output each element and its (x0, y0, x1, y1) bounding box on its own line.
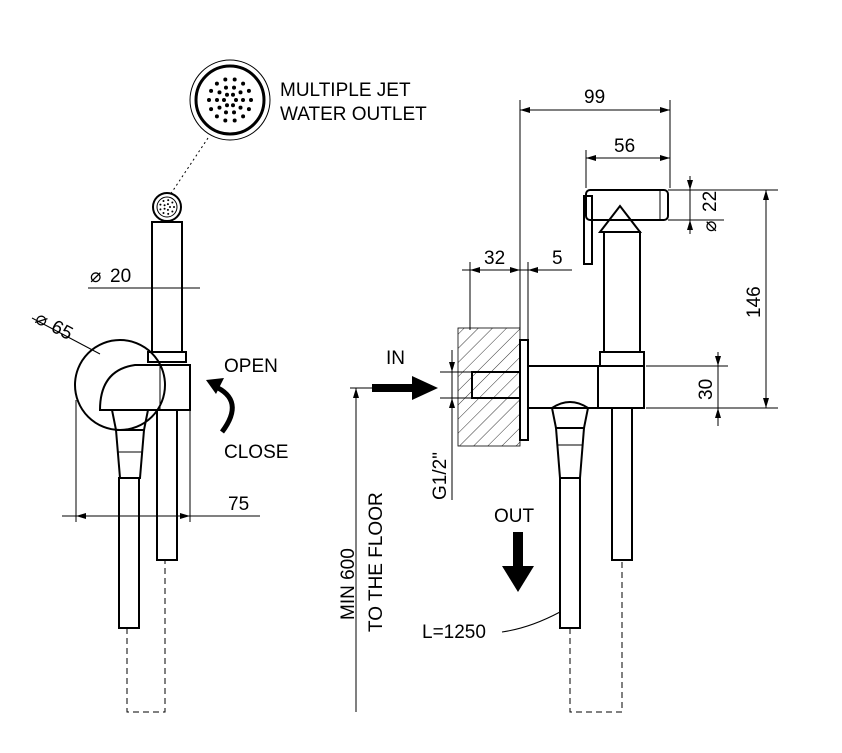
jet-hole (166, 208, 169, 211)
jet-hole (159, 203, 162, 206)
jet-hole (215, 98, 219, 102)
outlet-label-line1: MULTIPLE JET (280, 80, 411, 101)
dim-shower-diameter-symbol: ⌀ (90, 266, 101, 287)
hose-length-label: L=1250 (422, 622, 486, 643)
dim-body-height: 30 (696, 379, 717, 400)
jet-hole (214, 81, 219, 86)
jet-hole (238, 105, 243, 110)
open-label: OPEN (224, 356, 278, 377)
inlet-arrow-icon (372, 376, 438, 400)
dim-shower-diameter: 20 (110, 266, 131, 287)
jet-hole (241, 98, 245, 102)
dim-wall-depth: 32 (484, 248, 505, 269)
dim-plate-diameter: 65 (48, 316, 77, 344)
thread-label: G1/2" (430, 452, 451, 500)
jet-hole (223, 85, 228, 90)
jet-hole (241, 114, 246, 119)
jet-hole (209, 88, 214, 93)
dim-total-depth: 99 (584, 87, 605, 108)
dim-plate-diameter-symbol: ⌀ (32, 308, 52, 332)
jet-hole (246, 107, 251, 112)
jet-hole (234, 98, 238, 102)
jet-hole (171, 210, 174, 213)
jet-hole (162, 199, 165, 202)
jet-hole (209, 107, 214, 112)
dim-height: 146 (744, 286, 765, 318)
jet-hole (225, 103, 229, 108)
jet-hole (167, 199, 170, 202)
jet-hole (163, 204, 166, 207)
jet-hole (238, 90, 243, 95)
min-floor-line2: TO THE FLOOR (366, 492, 387, 632)
side-view: 99 56 ⌀ 22 146 30 (338, 87, 778, 713)
min-floor-line1: MIN 600 (338, 548, 359, 620)
jet-hole (207, 98, 211, 102)
jet-hole (223, 77, 228, 82)
dim-plate-gap: 5 (552, 248, 563, 269)
jet-hole (249, 98, 253, 102)
jet-hole (217, 105, 222, 110)
jet-hole (232, 85, 237, 90)
dim-head-diameter-symbol: ⌀ (700, 221, 721, 232)
jet-hole (171, 201, 174, 204)
outlet-label-line2: WATER OUTLET (280, 104, 427, 125)
jet-hole (223, 118, 228, 123)
jet-hole (246, 88, 251, 93)
jet-hole (231, 103, 235, 108)
front-view: ⌀ 20 ⌀ 65 75 OPEN CLOSE (32, 59, 288, 713)
jet-hole (232, 118, 237, 123)
jet-hole (169, 206, 171, 208)
dim-depth-left: 75 (228, 494, 249, 515)
jet-hole (166, 203, 169, 206)
jet-hole (163, 207, 166, 210)
rotation-arrow-icon (206, 378, 235, 434)
jet-hole (232, 110, 237, 115)
dim-head-diameter: 22 (700, 191, 721, 212)
jet-hole (223, 110, 228, 115)
jet-hole (162, 212, 165, 215)
outlet-arrow-icon (502, 532, 534, 592)
dim-shower-length: 56 (614, 136, 635, 157)
jet-hole (214, 114, 219, 119)
multiple-jet-outlet-icon (189, 59, 271, 141)
jet-hole (217, 90, 222, 95)
jet-hole (241, 81, 246, 86)
jet-hole (159, 208, 162, 211)
out-label: OUT (494, 506, 535, 527)
jet-hole (222, 98, 226, 102)
jet-hole (167, 212, 170, 215)
jet-hole (173, 206, 175, 208)
jet-hole (231, 92, 235, 97)
close-label: CLOSE (224, 442, 288, 463)
jet-hole (225, 92, 229, 97)
jet-hole (232, 77, 237, 82)
in-label: IN (386, 348, 405, 369)
